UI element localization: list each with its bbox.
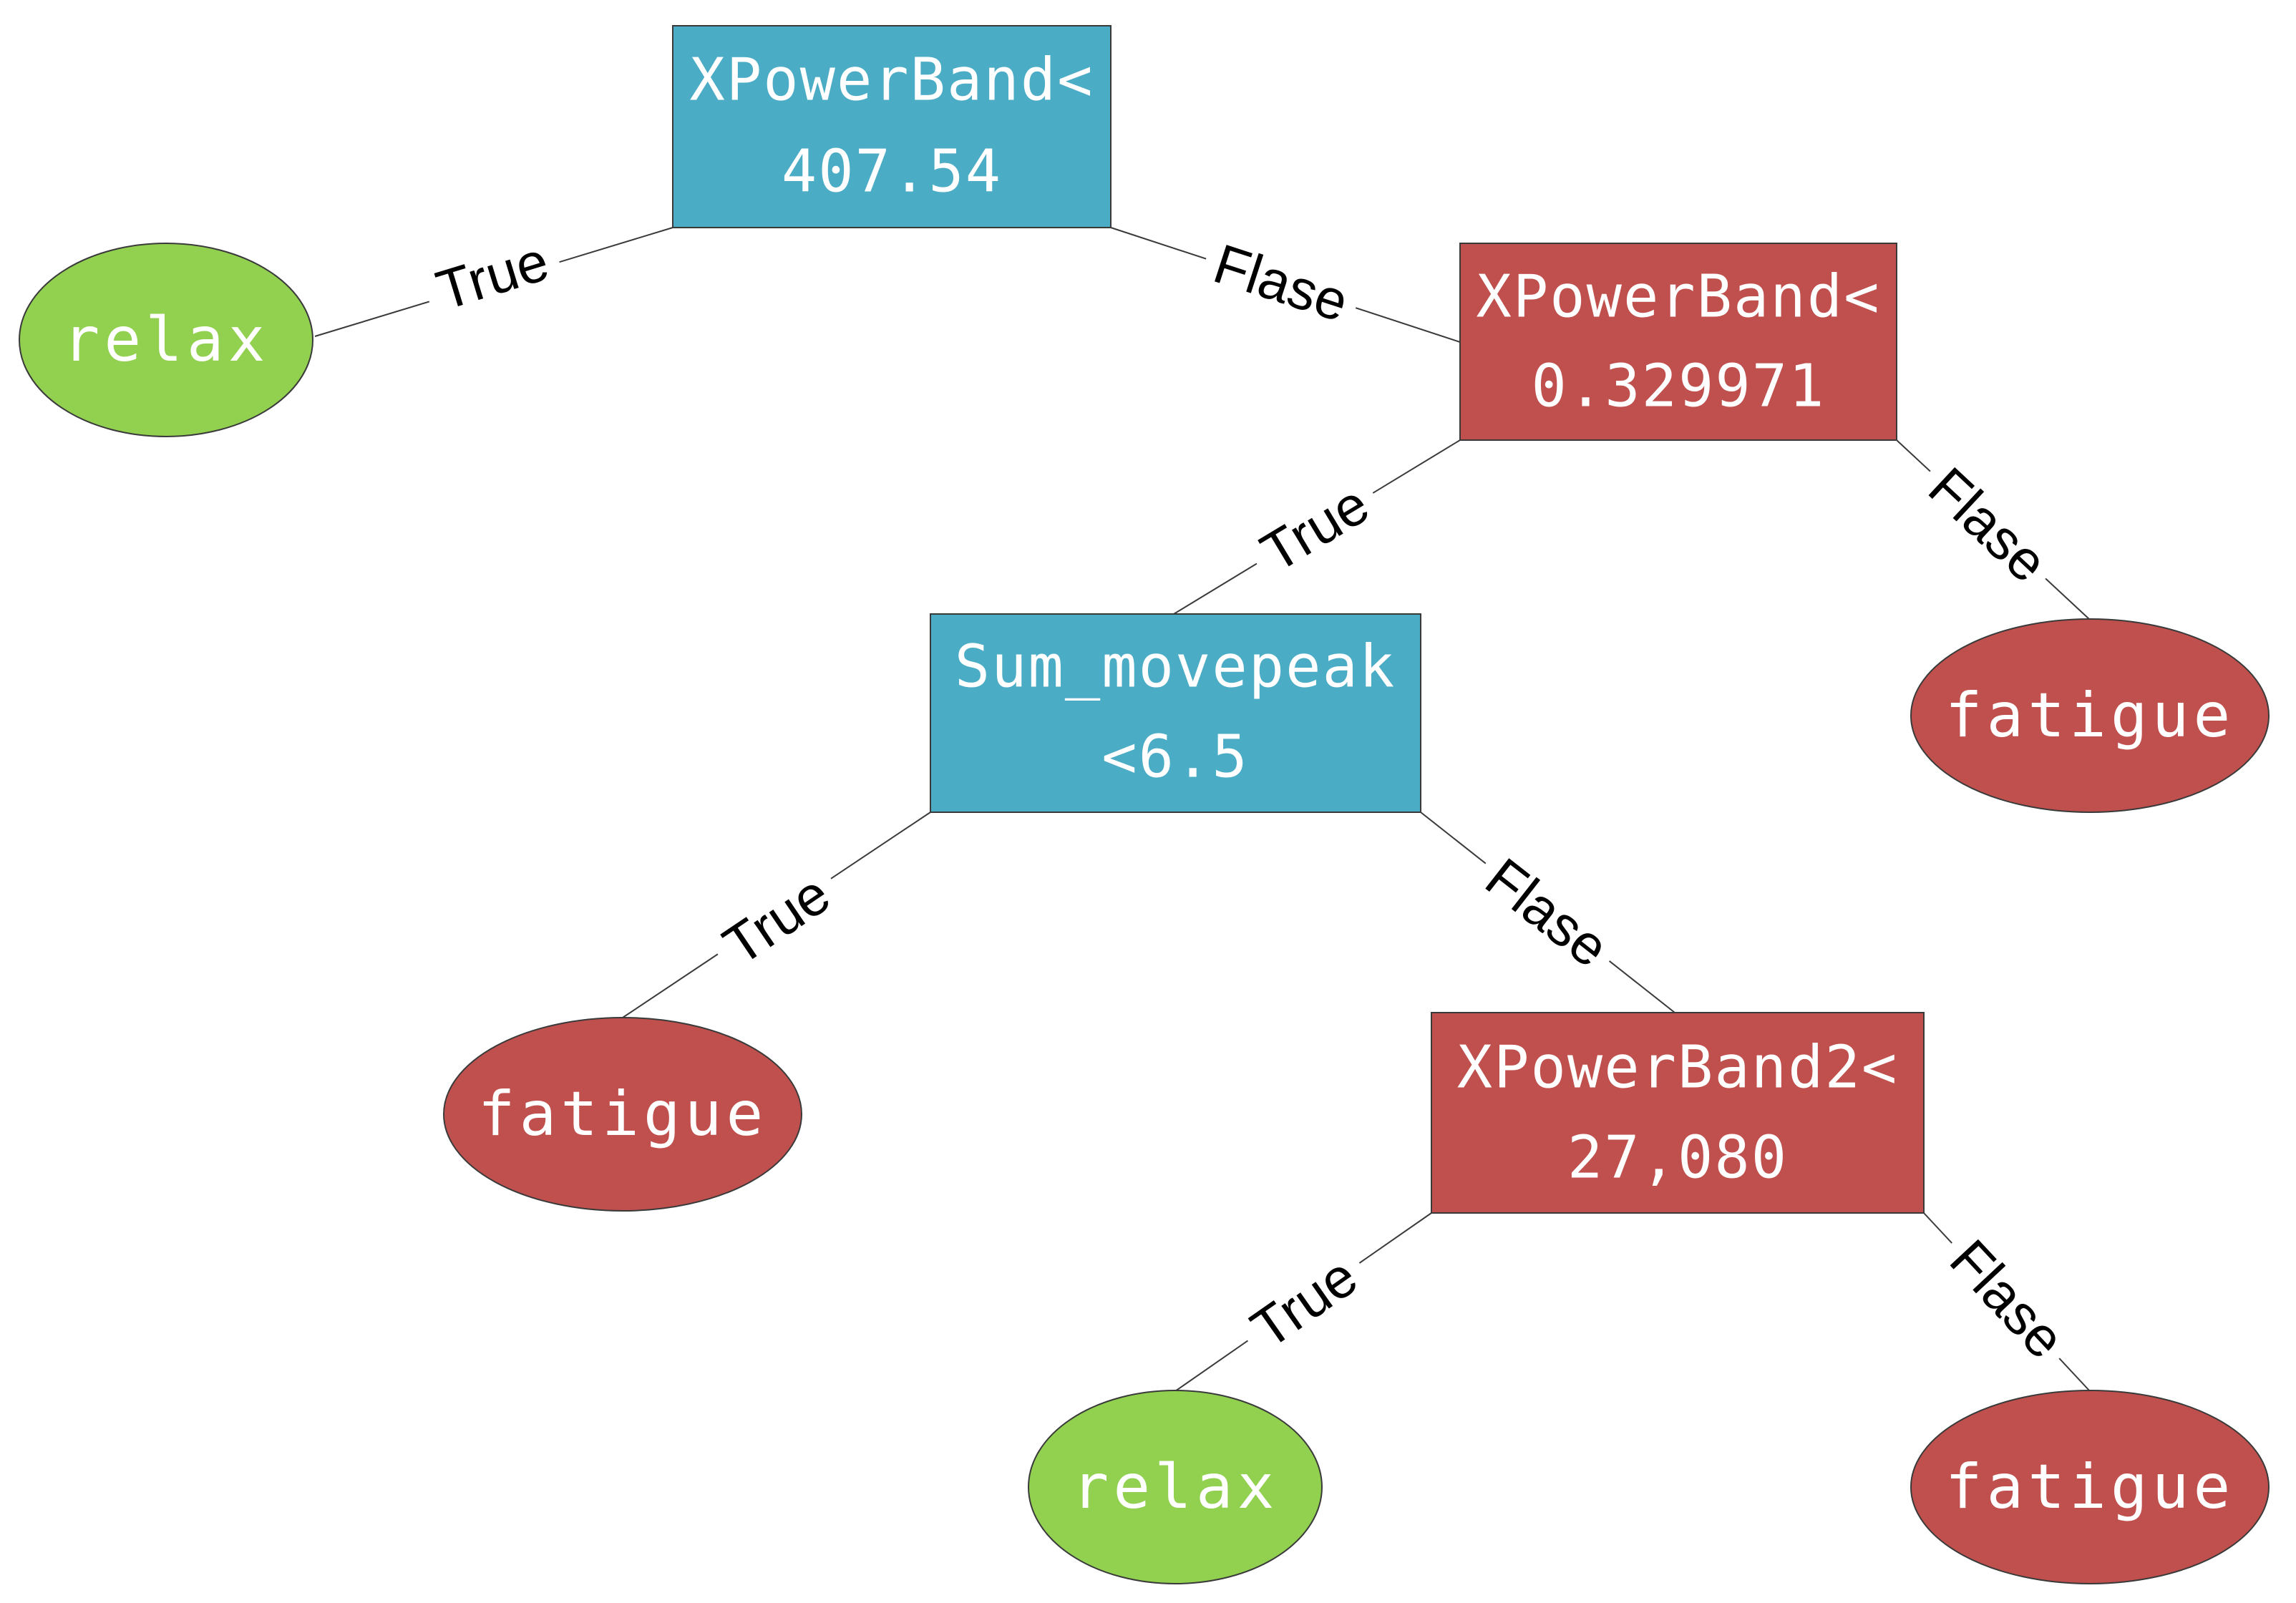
decision-node-box [930,613,1421,813]
leaf-node-relax-2: relax [1028,1390,1323,1584]
decision-node-box [1431,1012,1925,1214]
decision-node-xpowerband-1: XPowerBand< 407.54 [672,25,1111,228]
leaf-node-label: fatigue [478,1078,767,1150]
edge-label-false: Flase [1207,232,1356,334]
decision-node-box [1459,243,1897,441]
leaf-node-fatigue-1: fatigue [1910,618,2270,813]
decision-node-xpowerband-2: XPowerBand< 0.329971 [1459,243,1897,441]
leaf-node-label: fatigue [1945,1451,2234,1523]
decision-node-line1: Sum_movepeak [955,633,1396,701]
decision-node-xpowerband2: XPowerBand2< 27,080 [1431,1012,1925,1214]
decision-node-line2: 27,080 [1567,1124,1788,1192]
decision-node-line2: <6.5 [1101,723,1248,791]
leaf-node-ellipse [1910,618,2270,813]
leaf-node-ellipse [19,243,313,437]
edge-label-true: True [429,229,555,322]
decision-node-line2: 0.329971 [1532,353,1826,421]
decision-node-line1: XPowerBand2< [1457,1034,1898,1102]
decision-node-box [672,25,1111,228]
decision-node-line1: XPowerBand< [689,47,1094,114]
decision-node-line2: 407.54 [782,138,1002,206]
leaf-node-label: fatigue [1945,680,2234,751]
leaf-node-ellipse [1910,1390,2270,1584]
leaf-node-ellipse [443,1017,802,1212]
leaf-node-relax-1: relax [19,243,313,437]
leaf-node-fatigue-2: fatigue [443,1017,802,1212]
decision-node-line1: XPowerBand< [1476,263,1880,331]
leaf-node-fatigue-3: fatigue [1910,1390,2270,1584]
decision-node-sum-movepeak: Sum_movepeak <6.5 [930,613,1421,813]
leaf-node-label: relax [63,304,270,376]
leaf-node-label: relax [1072,1451,1279,1523]
leaf-node-ellipse [1028,1390,1323,1584]
